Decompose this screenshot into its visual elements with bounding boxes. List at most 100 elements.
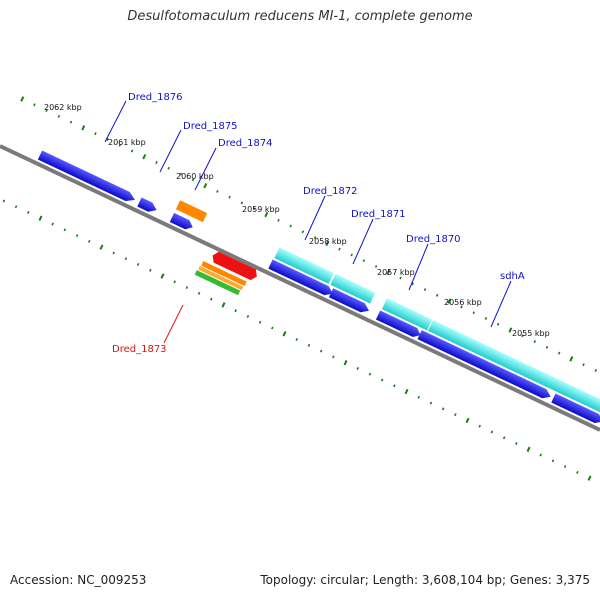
- outer-tick: [533, 340, 537, 344]
- cds-arrow-sdha: [417, 330, 551, 399]
- inner-tick: [502, 436, 506, 440]
- gene-label-dred1870[interactable]: Dred_1870: [406, 234, 461, 245]
- leader-dred1874: [194, 147, 217, 191]
- leader-dred1875: [159, 129, 182, 173]
- gene-label-dred1874[interactable]: Dred_1874: [218, 138, 273, 149]
- leader-dred1873: [163, 304, 184, 344]
- leader-sdha: [490, 280, 512, 328]
- outer-tick: [435, 293, 439, 297]
- coord-2062: 2062 kbp: [44, 103, 82, 112]
- inner-tick: [136, 262, 140, 266]
- inner-tick: [490, 430, 494, 434]
- inner-tick: [319, 349, 323, 353]
- outer-tick: [594, 368, 598, 372]
- outer-tick: [94, 132, 97, 136]
- outer-tick: [179, 172, 183, 176]
- outer-tick: [460, 305, 463, 309]
- cds-arrow-dred1876: [37, 150, 135, 201]
- leader-dred1872: [304, 195, 326, 241]
- outer-tick: [167, 166, 170, 170]
- operon-bar-1: [274, 247, 334, 284]
- inner-tick: [393, 384, 396, 388]
- inner-tick: [63, 228, 67, 232]
- gene-label-dred1871[interactable]: Dred_1871: [351, 209, 406, 220]
- gene-orange-dred1873: [201, 261, 247, 287]
- inner-tick: [258, 320, 262, 324]
- inner-tick: [149, 268, 152, 272]
- inner-tick: [197, 291, 201, 295]
- tick-marks-outer: [20, 96, 598, 372]
- outer-tick: [289, 224, 292, 228]
- outer-tick: [106, 137, 109, 141]
- outer-tick: [313, 236, 317, 240]
- inner-tick: [160, 273, 165, 279]
- inner-tick: [173, 280, 176, 284]
- outer-tick: [252, 207, 256, 211]
- outer-tick: [508, 327, 513, 333]
- outer-tick: [472, 311, 476, 315]
- genome-stats-label: Topology: circular; Length: 3,608,104 bp…: [260, 573, 590, 587]
- coord-2056: 2056 kbp: [444, 298, 482, 307]
- outer-tick: [142, 154, 147, 160]
- inner-tick: [38, 215, 43, 221]
- outer-tick: [155, 161, 158, 165]
- inner-tick: [343, 359, 348, 366]
- inner-tick: [234, 309, 237, 313]
- coord-2060: 2060 kbp: [176, 172, 214, 181]
- orange-gene-top: [175, 200, 208, 223]
- gene-label-sdha[interactable]: sdhA: [500, 271, 525, 282]
- operon-bar-2: [330, 273, 376, 304]
- cds-arrow-next1: [551, 393, 600, 424]
- outer-tick: [411, 282, 414, 286]
- inner-tick: [271, 326, 274, 330]
- accession-label: Accession: NC_009253: [10, 573, 147, 587]
- coord-2058: 2058 kbp: [309, 237, 347, 246]
- leader-dred1871: [352, 218, 374, 265]
- outer-tick: [277, 218, 280, 222]
- outer-tick: [118, 143, 122, 147]
- outer-tick: [191, 178, 195, 182]
- coord-2057: 2057 kbp: [377, 268, 415, 277]
- coord-2055: 2055 kbp: [512, 329, 550, 338]
- outer-tick: [582, 363, 585, 367]
- inner-tick: [563, 465, 567, 469]
- gene-label-dred1876[interactable]: Dred_1876: [128, 92, 183, 103]
- inner-tick: [2, 199, 6, 203]
- outer-tick: [33, 103, 36, 107]
- outer-tick: [447, 298, 452, 304]
- inner-tick: [417, 395, 421, 399]
- outer-tick: [57, 114, 61, 118]
- outer-tick: [545, 345, 549, 349]
- outer-tick: [423, 288, 427, 292]
- outer-tick: [81, 125, 86, 131]
- outer-tick: [521, 334, 524, 338]
- coord-2061: 2061 kbp: [108, 138, 146, 147]
- outer-tick: [569, 356, 574, 362]
- inner-tick: [307, 343, 311, 347]
- gene-label-dred1875[interactable]: Dred_1875: [183, 121, 238, 132]
- outer-tick: [216, 189, 219, 193]
- inner-tick: [526, 446, 531, 453]
- cds-arrow-dred1870: [375, 310, 421, 338]
- inner-tick: [441, 407, 445, 411]
- inner-tick: [478, 424, 482, 428]
- outer-tick: [362, 259, 366, 263]
- operon-bar-4: [428, 320, 600, 415]
- gene-label-dred1873[interactable]: Dred_1873: [112, 344, 167, 355]
- inner-tick: [75, 234, 79, 238]
- genome-backbone: [0, 144, 600, 432]
- outer-tick: [69, 120, 73, 124]
- outer-tick: [484, 316, 488, 320]
- cds-arrow-dred1871: [328, 288, 370, 313]
- inner-tick: [404, 388, 409, 395]
- inner-tick: [221, 302, 226, 308]
- inner-tick: [429, 401, 433, 405]
- outer-tick: [350, 253, 353, 257]
- map-title: Desulfotomaculum reducens MI-1, complete…: [127, 9, 473, 24]
- inner-tick: [515, 442, 518, 445]
- gene-label-dred1872[interactable]: Dred_1872: [303, 186, 358, 197]
- coord-2059: 2059 kbp: [242, 205, 280, 214]
- operon-bar-3: [381, 298, 433, 331]
- outer-tick: [496, 322, 500, 326]
- outer-tick: [264, 211, 269, 218]
